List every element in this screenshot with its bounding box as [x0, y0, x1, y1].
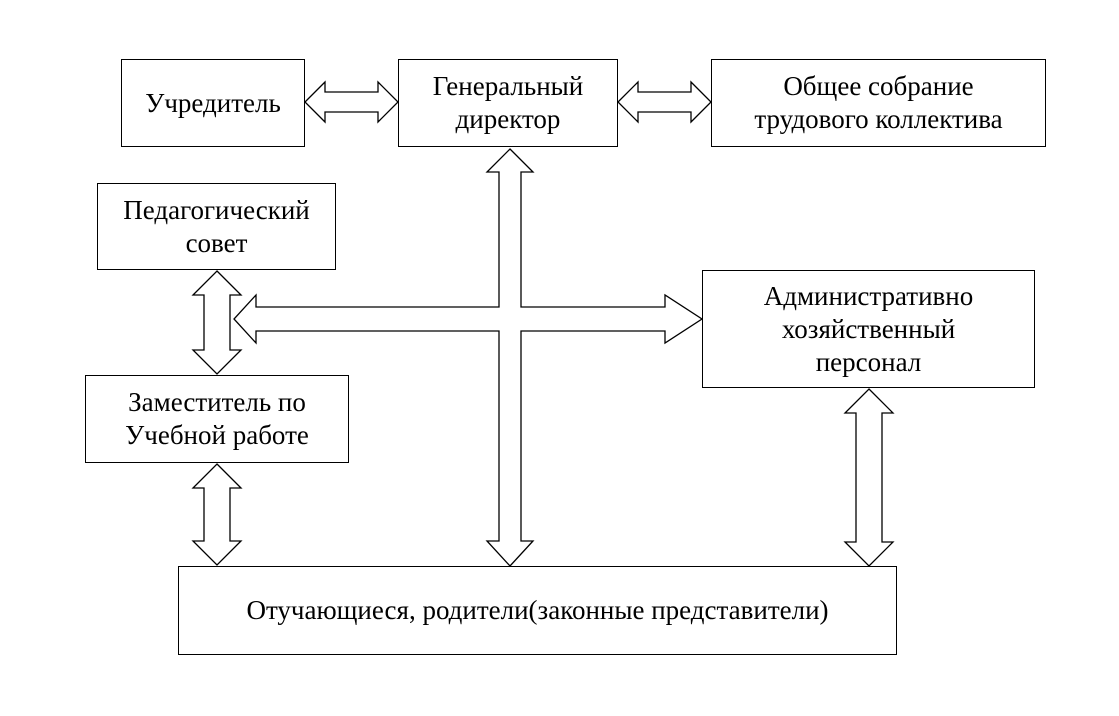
founder-label: Учредитель — [145, 87, 281, 118]
general-assembly-label-line-2: трудового коллектива — [754, 104, 1003, 134]
admin-staff-label-line-1: Административно — [763, 280, 974, 311]
deputy-director-label-line-2: Учебной работе — [125, 420, 309, 450]
admin-staff-box: Административно хозяйственный персонал — [702, 270, 1035, 388]
admin-staff-label-line-3: персонал — [815, 346, 922, 377]
students-parents-box: Отучающиеся, родители(законные представи… — [178, 566, 897, 655]
founder-box: Учредитель — [121, 59, 305, 147]
arrow-council-deputy — [191, 270, 243, 375]
general-assembly-label-line-1: Общее собрание — [783, 71, 974, 101]
pedagogical-council-box: Педагогический совет — [97, 183, 336, 270]
general-assembly-box: Общее собрание трудового коллектива — [711, 59, 1046, 147]
general-director-label-line-2: директор — [455, 104, 561, 134]
admin-staff-label-line-2: хозяйственный — [781, 313, 956, 344]
arrow-admin-students — [843, 388, 895, 567]
pedagogical-council-label-line-2: совет — [185, 227, 248, 258]
deputy-director-box: Заместитель по Учебной работе — [85, 375, 349, 463]
pedagogical-council-label-line-1: Педагогический — [123, 194, 310, 225]
arrow-deputy-students — [191, 463, 243, 566]
general-director-label-line-1: Генеральный — [432, 71, 584, 101]
arrow-director-assembly — [617, 80, 712, 124]
deputy-director-label-line-1: Заместитель по — [128, 387, 306, 417]
arrow-founder-director — [304, 80, 399, 124]
students-parents-label: Отучающиеся, родители(законные представи… — [246, 595, 829, 625]
general-director-box: Генеральный директор — [398, 59, 618, 147]
